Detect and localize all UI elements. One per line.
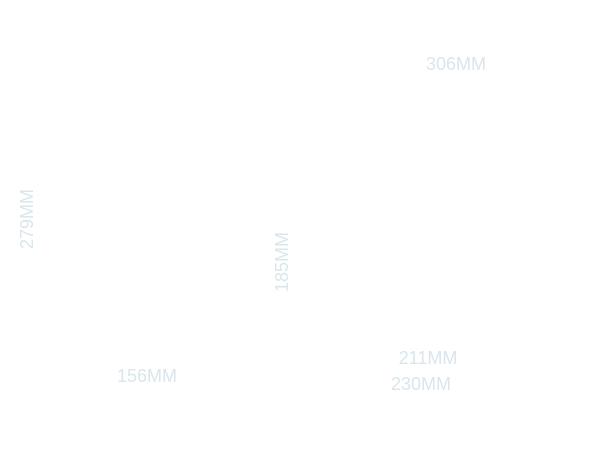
dimension-label-279: 279MM xyxy=(17,188,37,250)
dimension-label-156: 156MM xyxy=(116,366,178,386)
dimension-label-185: 185MM xyxy=(272,231,292,293)
dimension-label-306: 306MM xyxy=(425,54,487,74)
dimension-label-230: 230MM xyxy=(390,374,452,394)
dimension-label-211: 211MM xyxy=(398,348,458,368)
